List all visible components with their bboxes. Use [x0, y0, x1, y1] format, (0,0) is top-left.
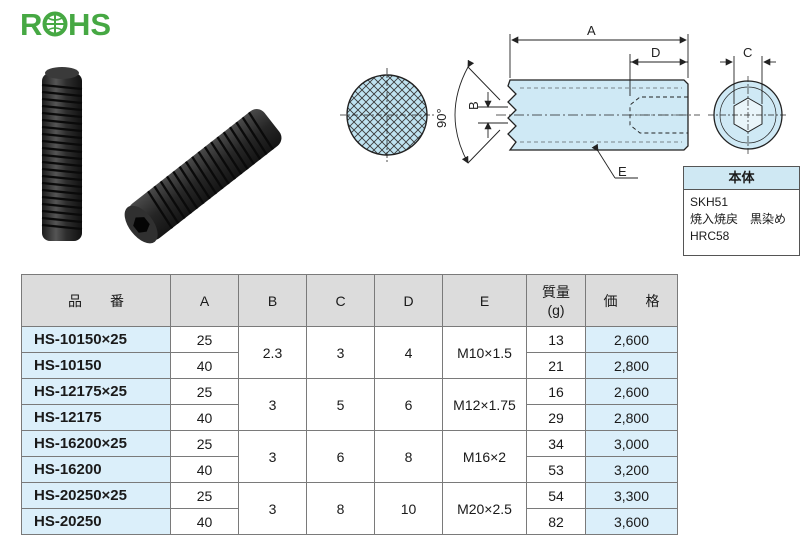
a-label: A [587, 23, 596, 38]
dim-c: 8 [306, 482, 375, 535]
part-number: HS-20250×25 [21, 482, 171, 509]
svg-text:R: R [20, 7, 42, 40]
product-photo [41, 67, 282, 244]
price: 2,600 [585, 326, 678, 353]
mass: 29 [526, 404, 586, 431]
part-number: HS-12175 [21, 404, 171, 431]
thread-e: M20×2.5 [442, 482, 527, 535]
c-label: C [743, 45, 752, 60]
dim-a: 25 [170, 326, 239, 353]
thread-e: M16×2 [442, 430, 527, 483]
header-part-no: 品 番 [21, 274, 171, 327]
dim-b: 2.3 [238, 326, 307, 379]
dim-a: 40 [170, 404, 239, 431]
dim-b: 3 [238, 430, 307, 483]
header-price: 価 格 [585, 274, 678, 327]
thread-e: M10×1.5 [442, 326, 527, 379]
angle-label: 90° [434, 108, 449, 128]
material-line: SKH51 [690, 195, 729, 209]
part-number: HS-16200 [21, 456, 171, 483]
mass: 82 [526, 508, 586, 535]
table-row: HS-10150×25 25 2.3 3 4 M10×1.5 13 2,600 [21, 326, 678, 379]
table-row: HS-12175×25 25 3 5 6 M12×1.75 16 2,600 [21, 378, 678, 431]
rohs-logo: R HS [20, 7, 111, 40]
header-c: C [306, 274, 375, 327]
dim-a: 40 [170, 508, 239, 535]
part-number: HS-12175×25 [21, 378, 171, 405]
price: 3,300 [585, 482, 678, 509]
mass: 13 [526, 326, 586, 353]
header-a: A [170, 274, 239, 327]
mass: 53 [526, 456, 586, 483]
mass: 34 [526, 430, 586, 457]
dim-b: 3 [238, 378, 307, 431]
table-header-row: 品 番 A B C D E 質量 (g) 価 格 [21, 274, 678, 327]
b-label: B [466, 101, 481, 110]
diagonal-set-screw [124, 109, 282, 244]
dim-a: 25 [170, 482, 239, 509]
dim-d: 8 [374, 430, 443, 483]
vertical-set-screw [41, 67, 83, 241]
material-title: 本体 [684, 167, 799, 190]
mass: 21 [526, 352, 586, 379]
table-row: HS-20250×25 25 3 8 10 M20×2.5 54 3,300 [21, 482, 678, 535]
knurled-end-view [340, 68, 434, 162]
cone-angle-dimension [454, 59, 501, 164]
material-box: 本体 SKH51 焼入焼戻 黒染め HRC58 [683, 166, 800, 256]
mass: 54 [526, 482, 586, 509]
mass: 16 [526, 378, 586, 405]
d-dimension [629, 54, 688, 96]
hex-socket-end-view [708, 76, 788, 154]
header-mass-unit: (g) [547, 301, 565, 318]
dim-d: 10 [374, 482, 443, 535]
header-b: B [238, 274, 307, 327]
part-number: HS-10150 [21, 352, 171, 379]
dim-c: 3 [306, 326, 375, 379]
c-dimension [720, 56, 776, 104]
e-leader [591, 143, 638, 179]
dim-a: 25 [170, 430, 239, 457]
dim-c: 5 [306, 378, 375, 431]
dim-c: 6 [306, 430, 375, 483]
header-d: D [374, 274, 443, 327]
header-mass: 質量 (g) [526, 274, 586, 327]
dim-a: 40 [170, 456, 239, 483]
material-line: HRC58 [690, 229, 730, 243]
dim-d: 4 [374, 326, 443, 379]
price: 3,200 [585, 456, 678, 483]
table-row: HS-20250 40 82 3,600 [21, 508, 678, 535]
e-label: E [618, 164, 627, 179]
a-dimension [509, 34, 689, 78]
price: 2,800 [585, 352, 678, 379]
specification-table: 品 番 A B C D E 質量 (g) 価 格 HS-10150×25 25 … [21, 274, 678, 535]
table-row: HS-16200×25 25 3 6 8 M16×2 34 3,000 [21, 430, 678, 483]
svg-text:HS: HS [68, 7, 111, 40]
part-number: HS-20250 [21, 508, 171, 535]
d-label: D [651, 45, 660, 60]
dim-a: 25 [170, 378, 239, 405]
material-body: SKH51 焼入焼戻 黒染め HRC58 [684, 190, 799, 249]
material-line: 焼入焼戻 黒染め [690, 212, 787, 226]
technical-drawing: 90° B A D E [340, 23, 788, 179]
price: 3,000 [585, 430, 678, 457]
part-number: HS-16200×25 [21, 430, 171, 457]
header-mass-label: 質量 [542, 283, 570, 300]
price: 3,600 [585, 508, 678, 535]
price: 2,600 [585, 378, 678, 405]
thread-e: M12×1.75 [442, 378, 527, 431]
dim-b: 3 [238, 482, 307, 535]
dim-a: 40 [170, 352, 239, 379]
price: 2,800 [585, 404, 678, 431]
dim-d: 6 [374, 378, 443, 431]
table-row: HS-12175 40 29 2,800 [21, 404, 678, 431]
screw-side-view [496, 79, 700, 151]
header-e: E [442, 274, 527, 327]
part-number: HS-10150×25 [21, 326, 171, 353]
b-dimension [478, 92, 508, 138]
